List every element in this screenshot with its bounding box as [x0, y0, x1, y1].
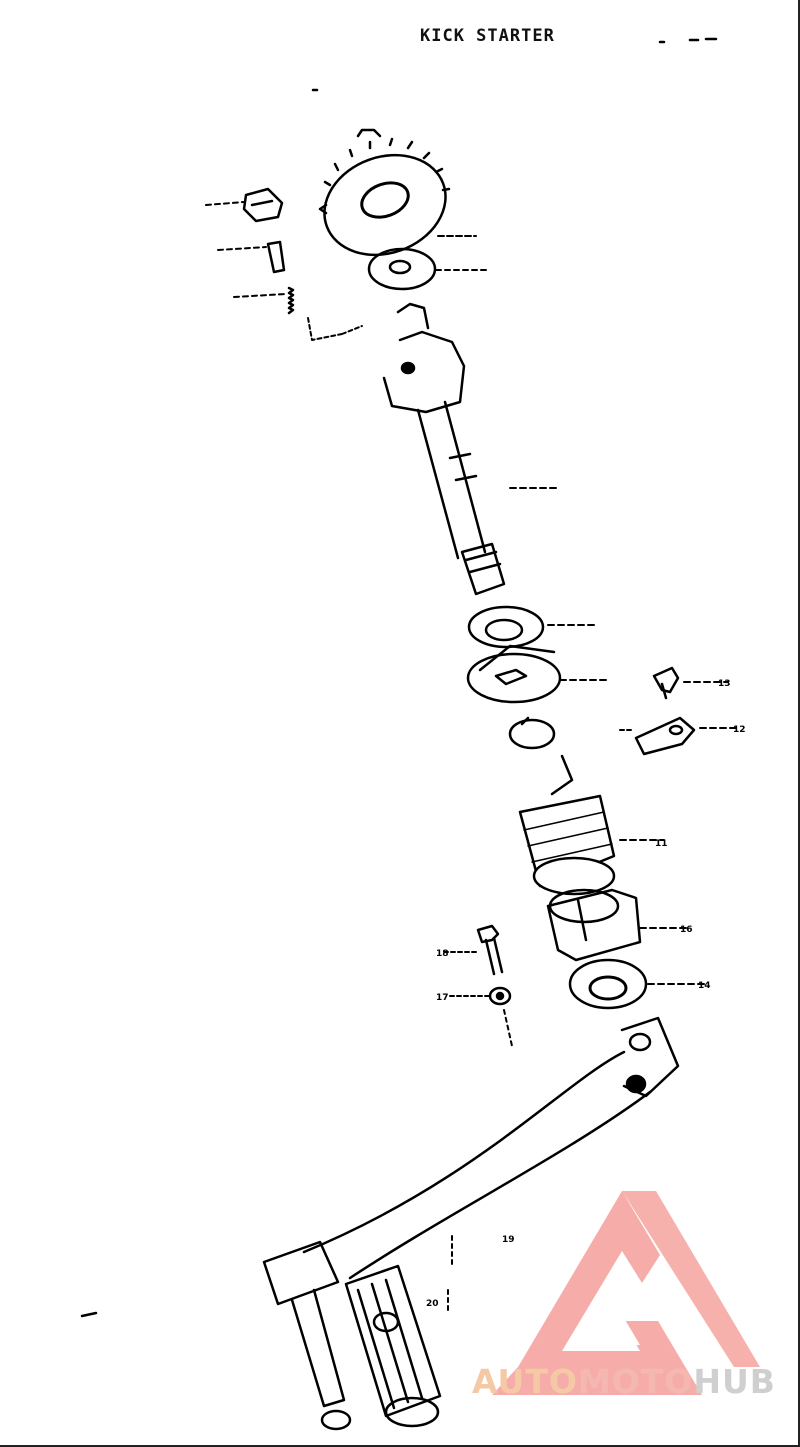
pawl [242, 187, 284, 223]
stray-marks [658, 37, 718, 44]
leader-kick-rubber [447, 1235, 453, 1313]
kick-gear [318, 128, 451, 257]
kick-rubber [344, 1264, 442, 1428]
callout-18: 18 [436, 949, 449, 959]
pawl-spring [287, 286, 363, 341]
callout-20: 20 [426, 1299, 439, 1309]
wordmark-auto: AUTO [472, 1362, 578, 1401]
callout-13: 13 [718, 679, 731, 689]
automotohub-logo [492, 1191, 760, 1395]
return-spring [518, 754, 616, 896]
kick-shaft [382, 302, 506, 596]
callout-11: 11 [655, 839, 668, 849]
starter-guide [466, 644, 562, 704]
lever-bolt [476, 924, 504, 976]
callout-19: 19 [502, 1235, 515, 1245]
callout-14: 14 [698, 981, 711, 991]
oil-seal [568, 958, 648, 1010]
leader-pawl [205, 201, 245, 206]
stopper-plate [634, 716, 696, 756]
gear-washer [367, 247, 437, 291]
shaft-washer [467, 605, 545, 649]
callout-17: 17 [436, 993, 449, 1003]
callout-16: 16 [680, 925, 693, 935]
callout-12: 12 [733, 725, 746, 735]
stopper-bolt [652, 666, 680, 700]
diagram-title: KICK STARTER [420, 26, 555, 46]
spring-guide [546, 888, 642, 962]
kick-lever [262, 1016, 680, 1431]
lever-washer [488, 986, 513, 1047]
leader-pawl-spring [233, 293, 287, 298]
circlip [508, 716, 556, 750]
stray-mark-left [80, 1311, 98, 1318]
pawl-pin [266, 240, 286, 274]
wordmark-hub: HUB [693, 1362, 776, 1401]
leader-pawl-pin [217, 246, 267, 251]
wordmark-moto: MOTO [577, 1362, 694, 1401]
automotohub-wordmark: AUTOMOTOHUB [472, 1362, 776, 1401]
